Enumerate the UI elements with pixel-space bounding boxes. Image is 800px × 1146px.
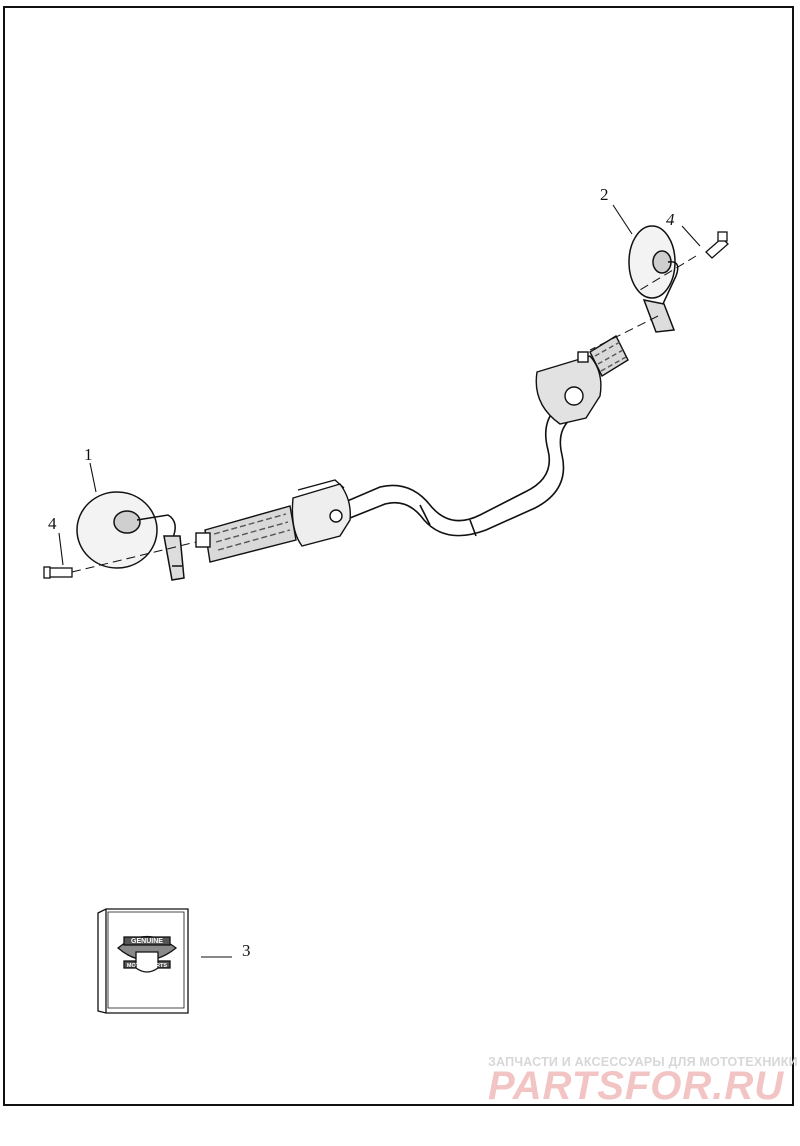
right-grip-assembly <box>535 335 629 425</box>
callout-4-left: 4 <box>48 514 57 533</box>
callout-4-right: 4 <box>666 210 675 229</box>
watermark-tagline: ЗАПЧАСТИ И АКСЕССУАРЫ ДЛЯ МОТОТЕХНИКИ <box>488 1055 798 1069</box>
badge-bottom-word: MOTOR PARTS <box>127 963 167 969</box>
callout-2: 2 <box>600 185 609 204</box>
callout-1: 1 <box>84 445 93 464</box>
mirror-right <box>628 225 679 333</box>
callout-3: 3 <box>242 941 251 960</box>
assembly-lines <box>71 255 697 573</box>
left-grip-assembly <box>195 479 351 563</box>
watermark-logo: PARTSFOR.RU <box>488 1064 785 1108</box>
mirror-left <box>76 491 185 581</box>
diagram-frame <box>3 6 794 1106</box>
genuine-parts-box-icon: GENUINE MOTOR PARTS <box>97 908 189 1014</box>
badge-top-word: GENUINE <box>131 938 163 945</box>
handlebar <box>344 404 573 537</box>
leader-lines <box>58 204 701 958</box>
bolt-left-icon <box>43 566 73 579</box>
bolt-right-icon <box>705 231 729 259</box>
